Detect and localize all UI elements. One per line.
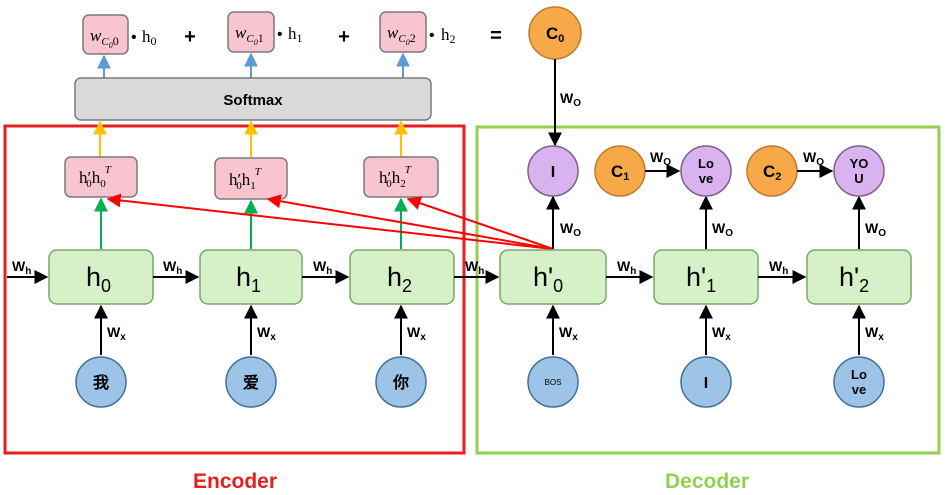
wo-label-c2: WO: [803, 149, 824, 168]
encoder-state-h0: h0: [48, 249, 154, 305]
wx-label-dec-2: Wx: [865, 324, 884, 343]
wx-label-dec-1: Wx: [712, 324, 731, 343]
context-node-c2: C2: [746, 145, 798, 197]
svg-text:h2: h2: [387, 262, 412, 296]
encoder-label: Encoder: [193, 470, 277, 493]
wo-label-d1: WO: [712, 220, 733, 239]
svg-text:h'2: h'2: [839, 262, 869, 296]
decoder-input-1: I: [680, 356, 732, 408]
wh-label-3: Wh: [465, 258, 484, 277]
encoder-state-h1: h1: [199, 249, 303, 305]
dot-0: •: [131, 29, 137, 46]
svg-text:h0: h0: [86, 262, 111, 296]
wh-label-0: Wh: [12, 258, 31, 277]
svg-text:C0: C0: [546, 24, 564, 45]
wx-label-enc-0: Wx: [107, 324, 126, 343]
svg-text:Softmax: Softmax: [223, 92, 283, 109]
context-node-c1: C1: [594, 145, 646, 197]
svg-text:wC01: wC01: [235, 23, 264, 47]
svg-text:h'1: h'1: [686, 262, 716, 296]
svg-text:h′0h0T: h′0h0T: [79, 164, 112, 190]
decoder-input-0: BOS: [527, 356, 579, 408]
dot-1: •: [277, 26, 283, 43]
svg-text:h'0: h'0: [533, 262, 563, 296]
wh-label-d2: Wh: [769, 258, 788, 277]
wh-label-1: Wh: [163, 258, 182, 277]
wo-label-d2: WO: [865, 220, 886, 239]
svg-text:C2: C2: [763, 162, 781, 183]
svg-text:h1: h1: [236, 262, 261, 296]
wo-label-d0: WO: [560, 220, 581, 239]
hidden-term-0: h0: [142, 27, 157, 48]
decoder-label: Decoder: [665, 470, 749, 493]
wo-label-c0: WO: [560, 90, 581, 109]
decoder-state-2: h'2: [806, 249, 912, 305]
dot-2: •: [429, 27, 435, 44]
arrow-decoder-to-score-2: [406, 196, 554, 250]
decoder-state-0: h'0: [499, 249, 607, 305]
hidden-term-2: h2: [441, 25, 456, 46]
hidden-term-1: h1: [288, 24, 303, 45]
arrow-decoder-to-score-1: [266, 194, 554, 250]
wx-label-enc-1: Wx: [257, 324, 276, 343]
decoder-output-0: I: [527, 145, 579, 197]
svg-text:wC02: wC02: [387, 23, 416, 47]
svg-text:你: 你: [392, 373, 409, 392]
wx-label-enc-2: Wx: [407, 324, 426, 343]
encoder-state-h2: h2: [349, 249, 455, 305]
wh-label-2: Wh: [313, 258, 332, 277]
encoder-input-2: 你: [375, 356, 427, 408]
svg-text:I: I: [704, 375, 708, 392]
plus-1: +: [338, 26, 350, 48]
svg-text:h′0h2T: h′0h2T: [379, 164, 412, 190]
svg-text:BOS: BOS: [545, 378, 562, 387]
svg-text:C1: C1: [611, 162, 629, 183]
decoder-frame: [475, 125, 941, 455]
svg-text:h′0h1T: h′0h1T: [229, 166, 262, 192]
encoder-frame: [3, 124, 466, 455]
attention-weight-0: wC00: [82, 14, 129, 55]
svg-text:wC00: wC00: [90, 26, 119, 50]
attention-weight-2: wC02: [379, 11, 427, 53]
decoder-state-1: h'1: [653, 249, 759, 305]
score-box-2: h′0h2T: [363, 156, 439, 198]
wh-label-d1: Wh: [617, 258, 636, 277]
svg-text:爱: 爱: [243, 373, 259, 392]
encoder-input-1: 爱: [225, 356, 277, 408]
arrow-decoder-to-score-0: [106, 193, 554, 250]
equals-sign: =: [490, 25, 502, 47]
context-node-c0: C0: [528, 6, 582, 60]
svg-text:我: 我: [93, 373, 109, 392]
plus-0: +: [184, 26, 196, 48]
svg-text:I: I: [551, 164, 555, 181]
attention-weight-1: wC01: [227, 11, 275, 53]
score-box-0: h′0h0T: [64, 156, 138, 198]
encoder-input-0: 我: [75, 356, 127, 408]
score-box-1: h′0h1T: [214, 157, 288, 200]
wo-label-c1: WO: [650, 149, 671, 168]
wx-label-dec-0: Wx: [559, 324, 578, 343]
softmax-box: Softmax: [74, 77, 432, 121]
